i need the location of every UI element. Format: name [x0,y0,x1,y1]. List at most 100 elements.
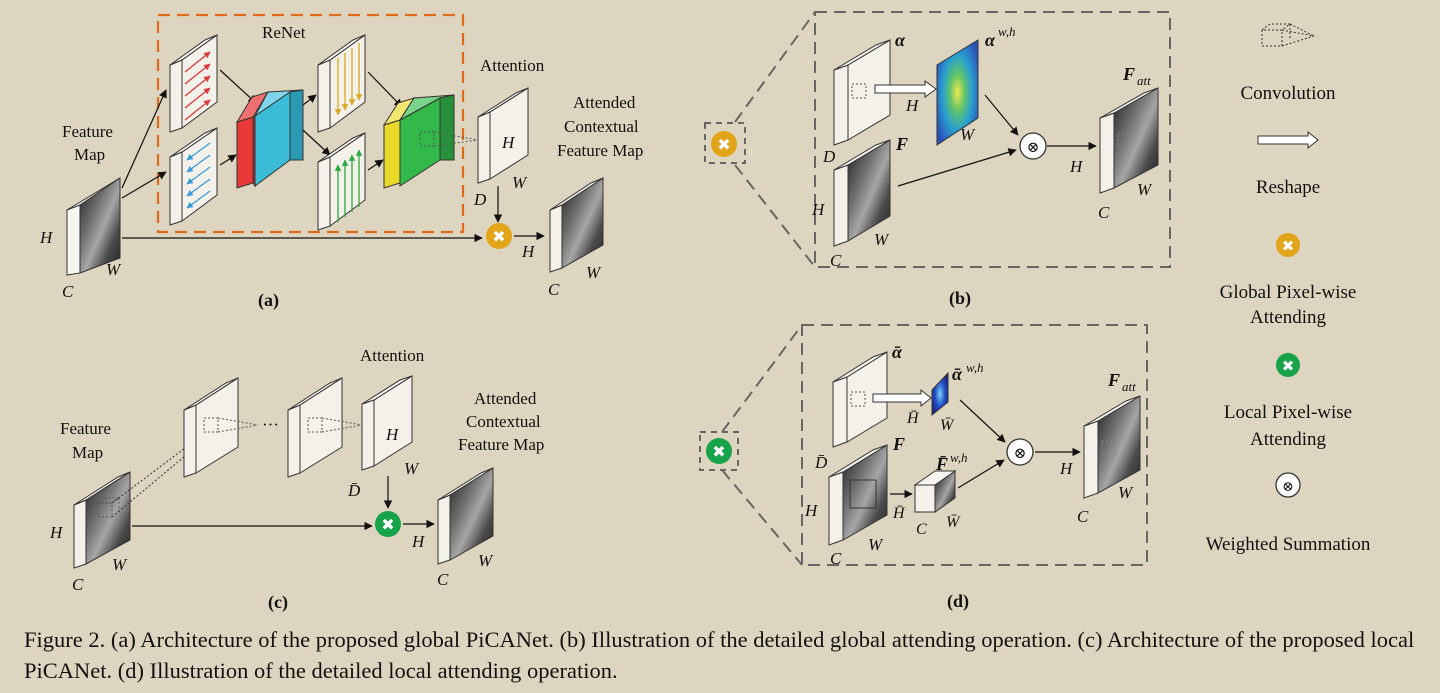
attention-label-c: Attention [360,346,425,365]
svg-text:⊗: ⊗ [1282,480,1294,495]
dim-w-d2: W [868,535,884,554]
dim-w-c2: W [404,459,420,478]
feature-label-a: Feature [62,122,113,141]
dim-w-c1: W [112,555,128,574]
F-att-sub-d: att [1122,379,1136,394]
green-sweep-layer [317,132,366,231]
dim-w-c3: W [478,551,494,570]
dim-h-b3: H [1069,157,1084,176]
dim-c-b3: C [1098,203,1110,222]
alpha-label: α [895,30,906,50]
weighted-summation-legend-icon: ⊗ [1275,472,1301,498]
reshape-arrow-b [874,80,937,98]
dim-w-a1: W [106,260,122,279]
attended-label-c1: Attended [474,389,537,408]
conv-layer-c1 [183,377,259,478]
attention-label-a: Attention [480,56,545,75]
attention-map-a [477,87,529,184]
panel-c: Feature Map H W C ··· [49,346,544,613]
dim-h-d2: H [804,501,819,520]
legend-global-1: Global Pixel-wise [1220,282,1357,303]
reshape-icon [1257,130,1319,150]
attended-feature-map-c [437,467,494,565]
dim-w-b3: W [1137,180,1153,199]
feature-box-b [833,139,891,247]
dim-d-a: D [473,190,487,209]
dim-wbar-d2: W̄ [946,514,961,531]
dim-h-b1: H [905,96,920,115]
dim-h-a2: H [501,133,516,152]
attention-map-c [361,375,413,471]
legend-reshape: Reshape [1256,177,1320,198]
dim-c-d3: C [1077,507,1089,526]
legend-local-1: Local Pixel-wise [1224,402,1352,423]
dim-c-c1: C [72,575,84,594]
dim-c-b2: C [830,251,842,270]
feature-box-d [828,444,888,546]
panel-label-a: (a) [258,290,279,311]
F-att-box-d [1083,395,1141,499]
legend-local-2: Attending [1250,429,1326,450]
renet-block-2 [382,94,479,189]
attended-label-c2: Contextual [466,412,541,431]
F-label-d: F [892,434,905,454]
figure-caption: Figure 2. (a) Architecture of the propos… [24,627,1415,683]
attended-label-a3: Feature Map [557,141,643,160]
F-att-base-d: F [1107,370,1120,390]
alpha-bar-wh-base: ᾱ [952,364,963,384]
dim-wbar-d1: W̄ [940,417,955,434]
yellow-sweep-layer [317,34,366,133]
alpha-wh-base: α [985,30,996,50]
convolution-icon [1260,23,1315,47]
F-att-base-b: F [1122,64,1135,84]
reshape-arrow-d [872,388,932,408]
legend: Convolution Reshape ✖ Global Pixel-wise … [1206,23,1371,555]
panel-a: ReNet Attention Feature Map H W C [39,13,643,311]
dim-c-c3: C [437,570,449,589]
dim-c-a3: C [548,280,560,299]
svg-text:⊗: ⊗ [1027,140,1040,156]
feature-map-input-a [66,177,121,276]
dim-w-a3: W [586,263,602,282]
feature-label-c: Feature [60,419,111,438]
svg-text:✖: ✖ [1282,239,1295,255]
blue-sweep-layer [169,127,218,226]
dim-w-a2: W [512,173,528,192]
global-attending-icon-b: ✖ [711,131,737,157]
legend-global-2: Attending [1250,307,1326,328]
dim-c-d-small: C [916,521,927,538]
conv-layer-c2 [287,377,363,478]
dim-h-d3: H [1059,459,1074,478]
figure-canvas: ReNet Attention Feature Map H W C [39,11,1371,613]
panel-d: ✖ ᾱ D̄ H̄ ᾱ w,h W̄ F H W C H̄ [699,324,1148,612]
dim-hbar-d2: H̄ [892,505,906,522]
dim-w-d3: W [1118,483,1134,502]
alpha-wh-sup: w,h [998,24,1015,39]
dim-h-a3: H [521,242,536,261]
feature-map-input-c [73,471,131,569]
dim-c-d2: C [830,549,842,568]
legend-convolution: Convolution [1240,83,1336,104]
svg-text:✖: ✖ [492,229,505,246]
F-bar-wh-base: F̄ [935,454,948,474]
alpha-bar-label: ᾱ [892,342,903,362]
attended-label-c3: Feature Map [458,435,544,454]
alpha-box-b [833,39,891,146]
weighted-sum-op-b: ⊗ [1019,132,1047,160]
alpha-bar-box-d [832,351,888,448]
svg-text:✖: ✖ [712,444,725,461]
weighted-sum-op-d: ⊗ [1006,438,1034,466]
svg-text:⊗: ⊗ [1014,446,1027,462]
attended-label-a1: Attended [573,93,636,112]
dim-h-b2: H [811,200,826,219]
alpha-wh-heatmap [936,39,979,146]
F-att-box-b [1099,87,1159,194]
F-att-sub-b: att [1137,73,1151,88]
alpha-bar-wh-heatmap [931,371,949,417]
panel-label-b: (b) [949,288,971,309]
local-attending-legend-icon: ✖ [1276,353,1300,377]
renet-box [156,13,465,234]
dim-h-a1: H [39,228,54,247]
legend-weighted: Weighted Summation [1206,534,1371,555]
dim-h-c1: H [49,523,64,542]
